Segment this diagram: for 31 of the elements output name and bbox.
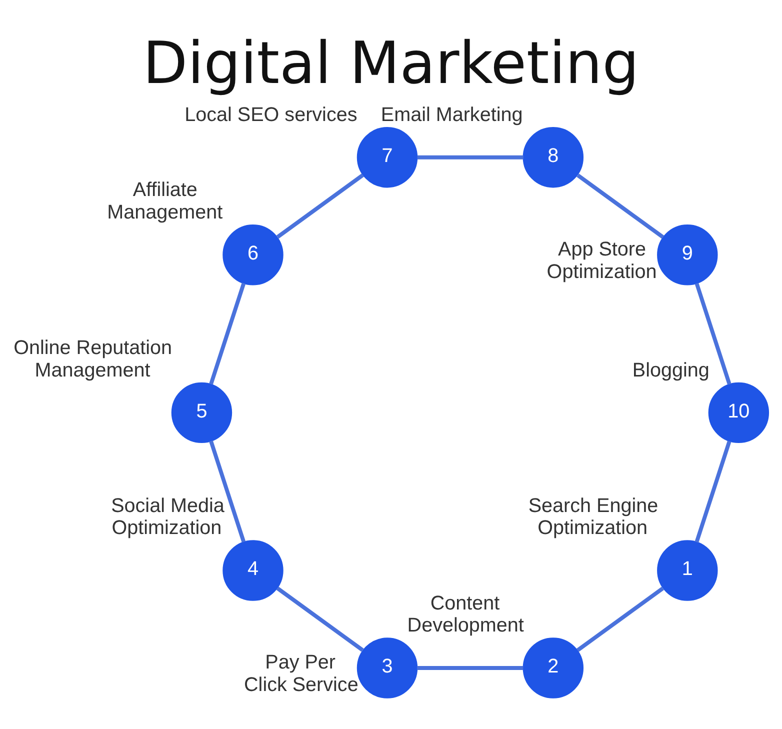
connector bbox=[276, 174, 364, 239]
node-circle: 3 bbox=[356, 638, 418, 698]
node-circle: 2 bbox=[522, 638, 584, 698]
node-label: Search Engine Optimization bbox=[528, 494, 658, 540]
node-circle: 6 bbox=[222, 224, 284, 286]
node-circle: 9 bbox=[657, 224, 718, 286]
connector bbox=[694, 440, 732, 543]
node-label: Online Reputation Management bbox=[14, 336, 172, 382]
connector bbox=[417, 155, 524, 160]
node-circle: 4 bbox=[222, 540, 284, 601]
connector bbox=[576, 586, 664, 652]
node-label: Content Development bbox=[407, 592, 524, 637]
node-circle: 1 bbox=[657, 540, 718, 601]
connector bbox=[417, 666, 524, 670]
node-circle: 7 bbox=[356, 126, 418, 188]
node-label: App Store Optimization bbox=[546, 238, 657, 283]
node-label: Blogging bbox=[632, 359, 710, 382]
node-label: Email Marketing bbox=[380, 104, 523, 126]
diagram-title: Digital Marketing bbox=[142, 29, 640, 98]
connector bbox=[576, 174, 664, 239]
node-label: Pay Per Click Service bbox=[244, 652, 358, 696]
connector bbox=[209, 282, 246, 385]
connector bbox=[276, 586, 364, 652]
node-label: Local SEO services bbox=[184, 104, 358, 126]
connector bbox=[694, 282, 732, 385]
connector bbox=[209, 440, 246, 543]
node-label: Affiliate Management bbox=[107, 179, 223, 224]
node-circle: 5 bbox=[171, 382, 232, 444]
node-circle: 8 bbox=[522, 126, 584, 188]
node-circle: 10 bbox=[708, 382, 770, 444]
node-label: Social Media Optimization bbox=[111, 494, 224, 540]
